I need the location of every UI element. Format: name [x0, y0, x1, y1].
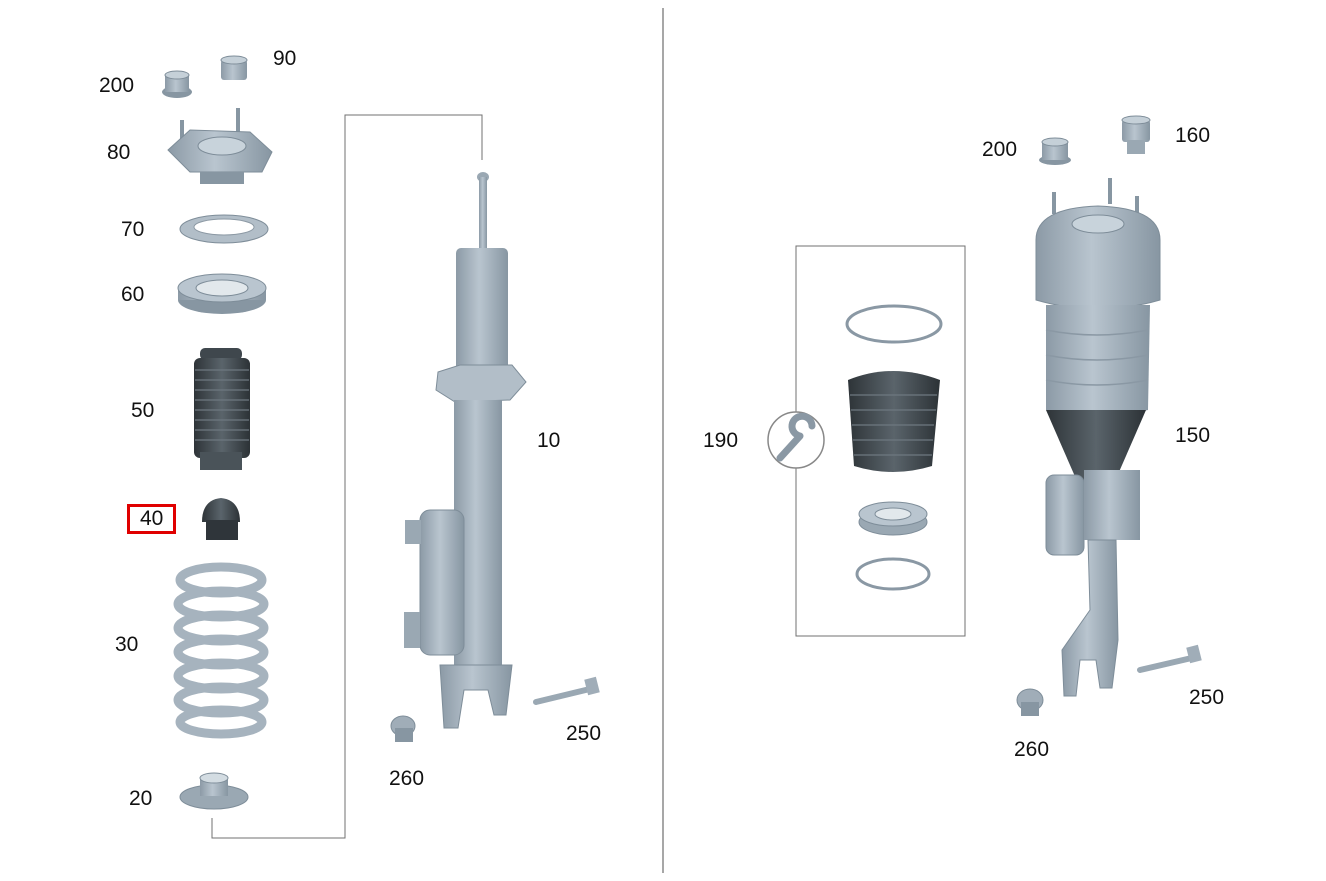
part-250-bolt-right [1137, 644, 1202, 673]
part-160-nut [1121, 115, 1151, 154]
part-150-air-strut [1035, 178, 1161, 697]
label-250-left[interactable]: 250 [566, 722, 602, 745]
part-10-shock-absorber [404, 172, 527, 729]
label-40-highlighted[interactable]: 40 [127, 504, 177, 534]
label-60[interactable]: 60 [121, 283, 145, 306]
label-30[interactable]: 30 [115, 633, 139, 656]
label-70[interactable]: 70 [121, 218, 145, 241]
part-90-nut [220, 55, 248, 80]
label-160[interactable]: 160 [1175, 124, 1211, 147]
label-20[interactable]: 20 [129, 787, 153, 810]
assembly-bracket [211, 114, 483, 839]
part-40-bump-stop [202, 498, 240, 540]
part-60-spring-seat [177, 273, 267, 314]
part-190-kit [845, 304, 943, 591]
label-80[interactable]: 80 [107, 141, 131, 164]
label-10[interactable]: 10 [537, 429, 561, 452]
label-150[interactable]: 150 [1175, 424, 1211, 447]
label-260-right[interactable]: 260 [1014, 738, 1050, 761]
part-200-nut-right [1039, 137, 1071, 165]
part-30-coil-spring [173, 562, 269, 739]
part-250-bolt-left [533, 676, 600, 705]
label-200-left[interactable]: 200 [99, 74, 135, 97]
part-80-top-mount [167, 108, 273, 184]
label-190[interactable]: 190 [703, 429, 739, 452]
part-20-lower-seat [179, 772, 249, 810]
label-200-right[interactable]: 200 [982, 138, 1018, 161]
label-260-left[interactable]: 260 [389, 767, 425, 790]
label-90[interactable]: 90 [273, 47, 297, 70]
part-50-bellow [194, 348, 250, 470]
part-200-nut-left [162, 70, 192, 98]
label-50[interactable]: 50 [131, 399, 155, 422]
part-260-nut-left [390, 715, 416, 742]
part-70-shim [179, 214, 269, 244]
part-260-nut-right [1016, 688, 1044, 716]
wrench-icon [767, 411, 825, 469]
label-250-right[interactable]: 250 [1189, 686, 1225, 709]
